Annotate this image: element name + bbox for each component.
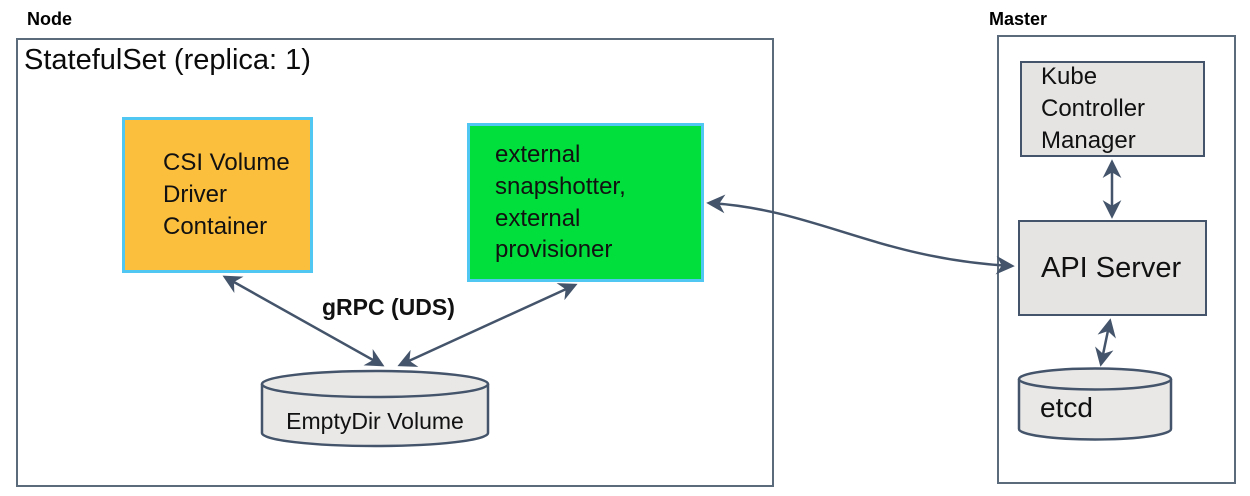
arrow-sidecars-emptydir <box>397 283 578 367</box>
api-server-box: API Server <box>1018 220 1207 316</box>
emptydir-volume-label: EmptyDir Volume <box>286 408 464 434</box>
etcd-label: etcd <box>1040 392 1093 423</box>
arrow-csi-emptydir <box>222 275 385 367</box>
statefulset-title: StatefulSet (replica: 1) <box>24 44 311 76</box>
arrow-apiserver-etcd <box>1095 318 1116 367</box>
node-group-label: Node <box>27 9 72 29</box>
emptydir-volume-cylinder <box>260 369 490 448</box>
kube-controller-manager-box: Kube Controller Manager <box>1020 61 1205 157</box>
arrow-sidecars-apiserver <box>706 194 1015 275</box>
grpc-uds-label: gRPC (UDS) <box>322 294 455 320</box>
external-sidecars-box: external snapshotter, external provision… <box>467 123 704 282</box>
etcd-cylinder <box>1017 367 1173 441</box>
csi-volume-driver-container-box: CSI Volume Driver Container <box>122 117 313 273</box>
master-group-label: Master <box>989 9 1048 29</box>
